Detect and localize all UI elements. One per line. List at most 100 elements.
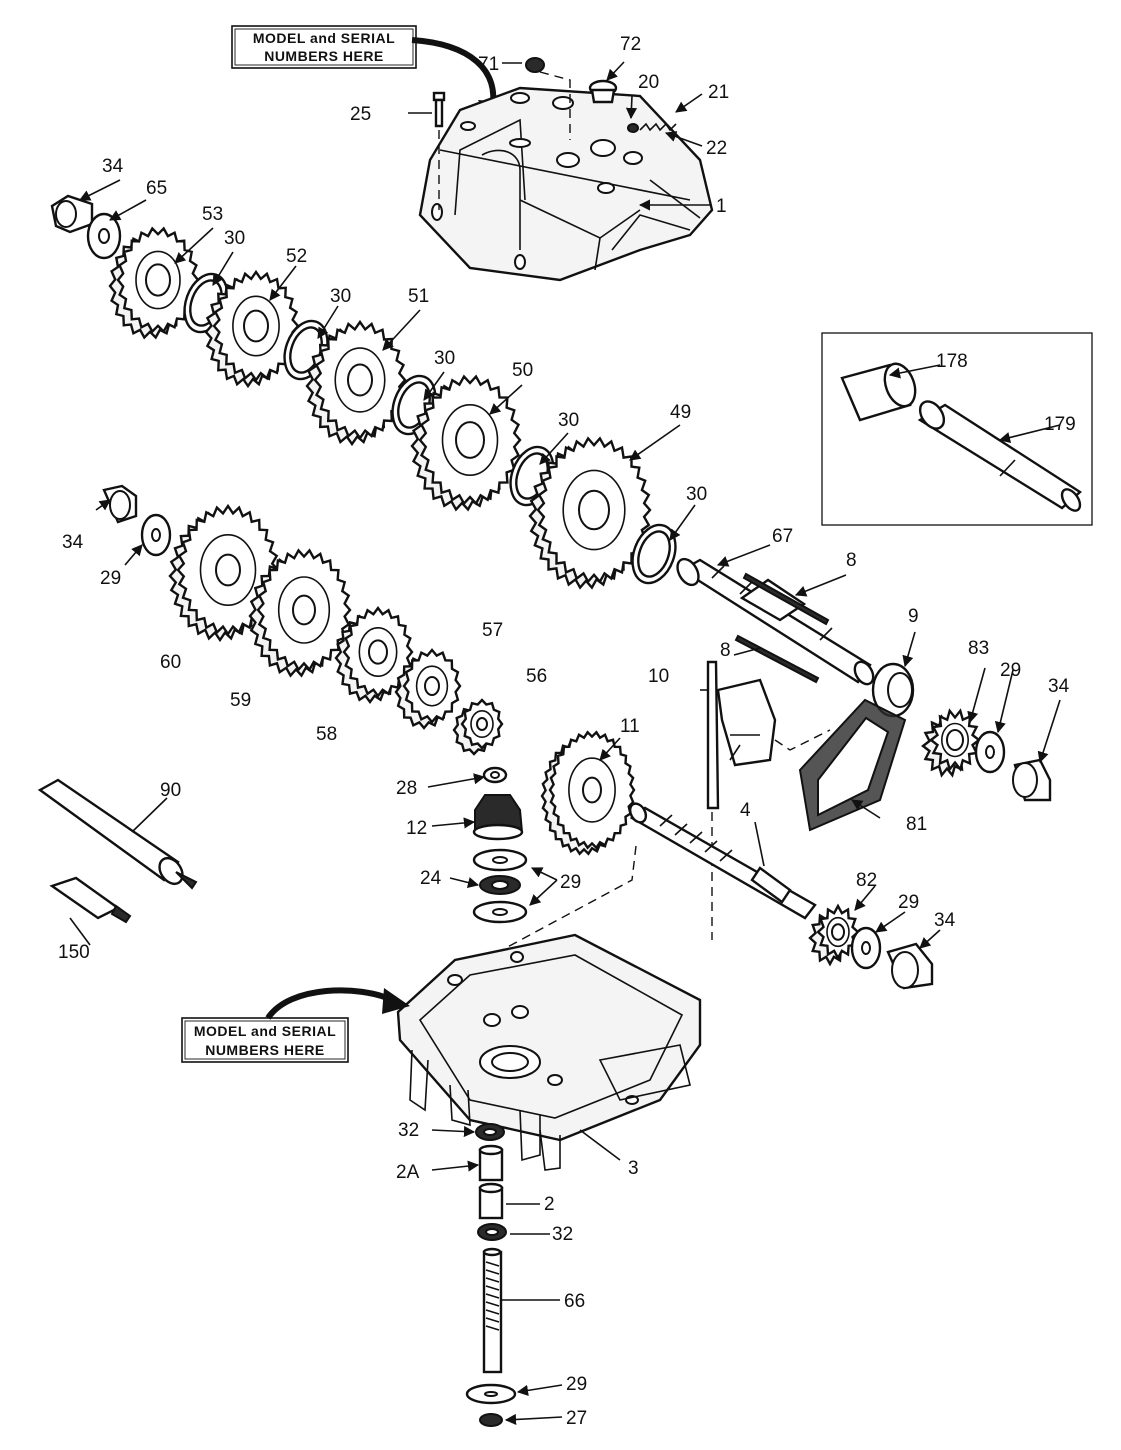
part-10-shift-fork (706, 660, 831, 940)
callout-53: 53 (202, 204, 223, 225)
inset-frame (821, 332, 1093, 526)
callout-52: 52 (286, 246, 307, 267)
callout-58: 58 (316, 724, 337, 745)
note-top-line2: NUMBERS HERE (264, 48, 384, 64)
callout-30-c: 30 (434, 348, 455, 369)
callout-27: 27 (566, 1408, 587, 1429)
part-34-bushing-lower-right (886, 942, 934, 990)
callout-50: 50 (512, 360, 533, 381)
part-4-axle (449, 802, 817, 979)
part-8-key-upper (742, 572, 830, 626)
callout-2: 2 (544, 1194, 555, 1215)
callout-67: 67 (772, 526, 793, 547)
callout-82: 82 (856, 870, 877, 891)
callout-22: 22 (706, 138, 727, 159)
callout-30-e: 30 (686, 484, 707, 505)
part-29-washer-left (140, 513, 172, 557)
callout-11: 11 (620, 716, 640, 737)
part-81-chain (798, 698, 907, 832)
part-27-nut (479, 1413, 503, 1427)
part-58-gear (334, 605, 414, 705)
callout-56: 56 (526, 666, 547, 687)
part-8-key-lower (734, 634, 820, 684)
callout-9: 9 (908, 606, 919, 627)
part-30-spacer-e (631, 523, 677, 585)
part-21-spring (627, 122, 677, 133)
part-12-bevel-gear (472, 794, 524, 841)
callout-20: 20 (638, 72, 659, 93)
callout-30-a: 30 (224, 228, 245, 249)
part-28-washer (482, 766, 508, 784)
part-34-bushing-topleft (50, 194, 94, 234)
callout-81: 81 (906, 814, 927, 835)
callout-59: 59 (230, 690, 251, 711)
part-66-shaft (482, 1247, 503, 1374)
note-bottom-line1: MODEL and SERIAL (194, 1023, 336, 1039)
callout-29-right: 29 (1000, 660, 1021, 681)
callout-24: 24 (420, 868, 442, 889)
callout-30-b: 30 (330, 286, 351, 307)
part-24-bearing (479, 875, 521, 895)
leader-lines (69, 61, 1061, 1426)
upper-housing (418, 86, 714, 282)
part-72-plug (588, 79, 618, 104)
callout-65: 65 (146, 178, 167, 199)
callout-32-upper: 32 (398, 1120, 419, 1141)
callout-10: 10 (648, 666, 669, 687)
part-49-gear (528, 436, 652, 590)
part-57-gear (394, 648, 462, 730)
part-82-sprocket (808, 903, 860, 967)
part-11-bevel-gear (540, 730, 636, 856)
callout-29-lower-right: 29 (898, 892, 919, 913)
callout-12: 12 (406, 818, 427, 839)
part-25-bolt (432, 91, 446, 210)
callout-51: 51 (408, 286, 429, 307)
callout-32-lower: 32 (552, 1224, 573, 1245)
part-32-bearing-lower (477, 1223, 507, 1241)
part-29-washer-bottom (465, 1383, 517, 1405)
callout-34-lower-right: 34 (934, 910, 956, 931)
callout-30-d: 30 (558, 410, 579, 431)
part-29-washer-right (974, 730, 1006, 774)
part-59-gear (248, 548, 352, 678)
callout-29-bottom: 29 (566, 1374, 587, 1395)
callout-49: 49 (670, 402, 691, 423)
model-serial-note-top: MODEL and SERIAL NUMBERS HERE (231, 25, 417, 69)
callout-72: 72 (620, 34, 641, 55)
note-top-line1: MODEL and SERIAL (253, 30, 395, 46)
part-34-bushing-right (1012, 758, 1052, 802)
callout-1: 1 (716, 196, 727, 217)
model-serial-note-bottom: MODEL and SERIAL NUMBERS HERE (181, 1017, 349, 1063)
part-82-sprocket-teeth (808, 903, 860, 967)
part-150-packet (49, 876, 132, 924)
callout-34-topleft: 34 (102, 156, 124, 177)
callout-28: 28 (396, 778, 417, 799)
note-bottom-line2: NUMBERS HERE (205, 1042, 325, 1058)
part-56-gear (452, 698, 504, 756)
callout-21: 21 (708, 82, 729, 103)
part-178-sleeve (840, 362, 917, 422)
callout-150: 150 (58, 942, 90, 963)
callout-8-lower: 8 (720, 640, 731, 661)
part-34-bushing-left (102, 484, 138, 524)
callout-60: 60 (160, 652, 181, 673)
callout-71: 71 (478, 54, 499, 75)
part-29-washer-center-lower (472, 900, 528, 924)
part-29-washer-lower-right (850, 926, 882, 970)
note-bottom-arrowhead (382, 988, 410, 1014)
part-53-gear (108, 226, 200, 340)
callout-29-center: 29 (560, 872, 581, 893)
callout-57: 57 (482, 620, 503, 641)
part-60-gear (168, 503, 280, 643)
callout-4: 4 (740, 800, 751, 821)
callout-66: 66 (564, 1291, 585, 1312)
part-83-sprocket (921, 708, 981, 778)
callout-2A: 2A (396, 1162, 420, 1183)
callout-179: 179 (1044, 414, 1076, 435)
callout-178: 178 (936, 351, 968, 372)
callout-29-left: 29 (100, 568, 121, 589)
note-bottom-arrow (265, 987, 394, 1020)
part-32-bearing-upper (475, 1123, 505, 1141)
part-179-shaft (917, 400, 1082, 512)
